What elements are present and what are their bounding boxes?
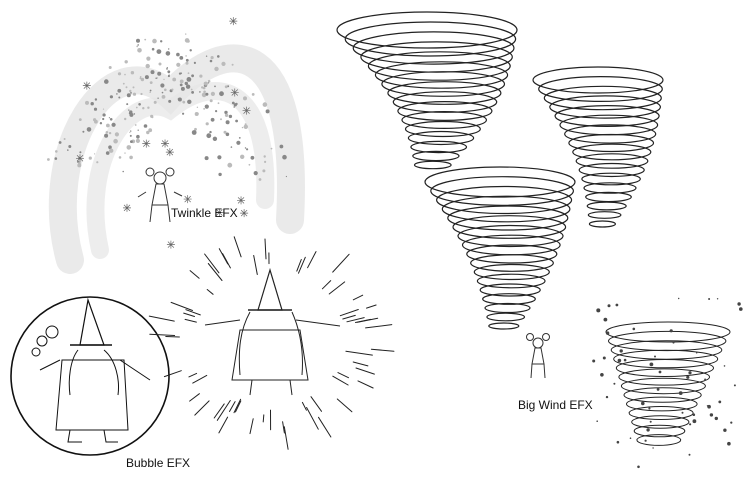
- tornado-large-top: [336, 11, 518, 170]
- mickey-figure-wind: [526, 333, 550, 379]
- bubble-efx-label: Bubble EFX: [126, 456, 191, 470]
- tornado-right: [532, 66, 664, 228]
- tornado-middle: [424, 166, 576, 330]
- sparkle-whirlwind: [592, 297, 743, 469]
- wizard-burst-lines: [148, 236, 395, 450]
- twinkle-sparkle-fountain: [47, 17, 305, 274]
- bubble-wizard-in-circle: [10, 296, 170, 456]
- sparkle-dots: [47, 17, 287, 249]
- mickey-figure-twinkle: [137, 167, 183, 223]
- big-wind-efx-label: Big Wind EFX: [518, 398, 593, 412]
- twinkle-efx-label: Twinkle EFX: [171, 206, 238, 220]
